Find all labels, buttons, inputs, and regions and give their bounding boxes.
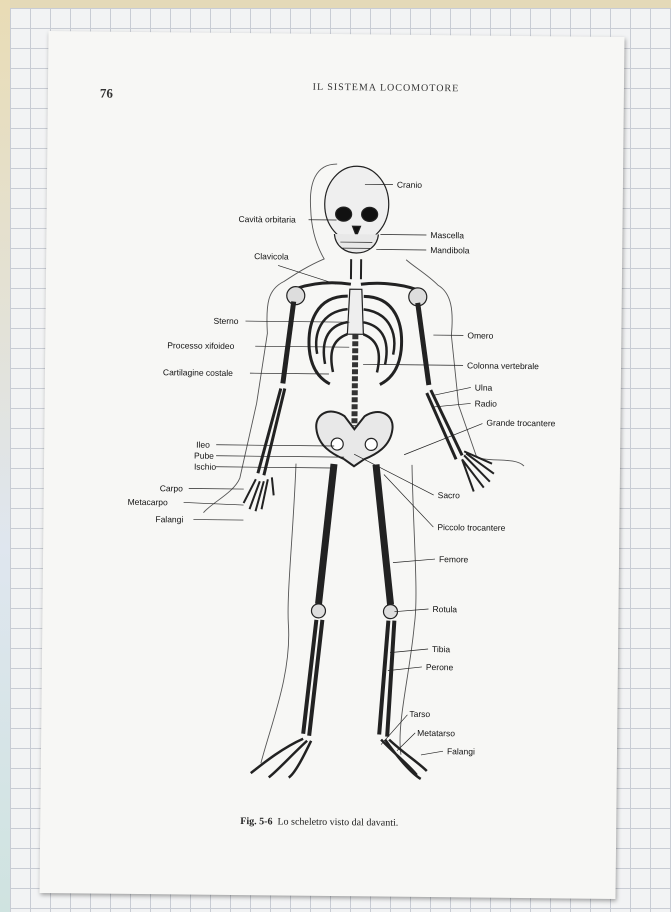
label-clavicola: Clavicola [254, 251, 289, 261]
label-perone: Perone [426, 662, 454, 672]
label-metatarso: Metatarso [417, 728, 455, 738]
label-omero: Omero [467, 330, 493, 340]
caption-fig-number: Fig. 5-6 [240, 816, 272, 827]
label-ischio: Ischio [194, 462, 216, 472]
label-metacarpo: Metacarpo [128, 497, 168, 507]
label-pube: Pube [194, 451, 214, 461]
book-page: 76 IL SISTEMA LOCOMOTORE [40, 31, 625, 899]
label-radio: Radio [475, 398, 497, 408]
label-sacro: Sacro [438, 490, 460, 500]
label-mascella: Mascella [430, 230, 464, 240]
label-sterno: Sterno [213, 316, 238, 326]
photo-left-border [0, 0, 10, 912]
photo-top-border [0, 0, 671, 8]
label-piccolo-trocantere: Piccolo trocantere [437, 522, 505, 533]
label-processo-xifoideo: Processo xifoideo [167, 340, 234, 351]
label-ulna: Ulna [475, 382, 493, 392]
caption-text: Lo scheletro visto dal davanti. [277, 816, 398, 828]
label-femore: Femore [439, 554, 468, 564]
label-falangi-piede: Falangi [447, 746, 475, 756]
label-cranio: Cranio [397, 180, 422, 190]
label-colonna-vertebrale: Colonna vertebrale [467, 360, 539, 371]
label-mandibola: Mandibola [430, 245, 469, 255]
label-ileo: Ileo [196, 440, 210, 450]
label-rotula: Rotula [432, 604, 457, 614]
skeleton-illustration [40, 31, 625, 899]
label-tibia: Tibia [432, 644, 450, 654]
label-grande-trocantere: Grande trocantere [486, 418, 555, 429]
label-tarso: Tarso [409, 709, 430, 719]
label-carpo: Carpo [160, 483, 183, 493]
label-cartilagine-costale: Cartilagine costale [163, 367, 233, 378]
label-falangi-mano: Falangi [155, 514, 183, 524]
label-cavita-orbitaria: Cavità orbitaria [239, 214, 296, 225]
